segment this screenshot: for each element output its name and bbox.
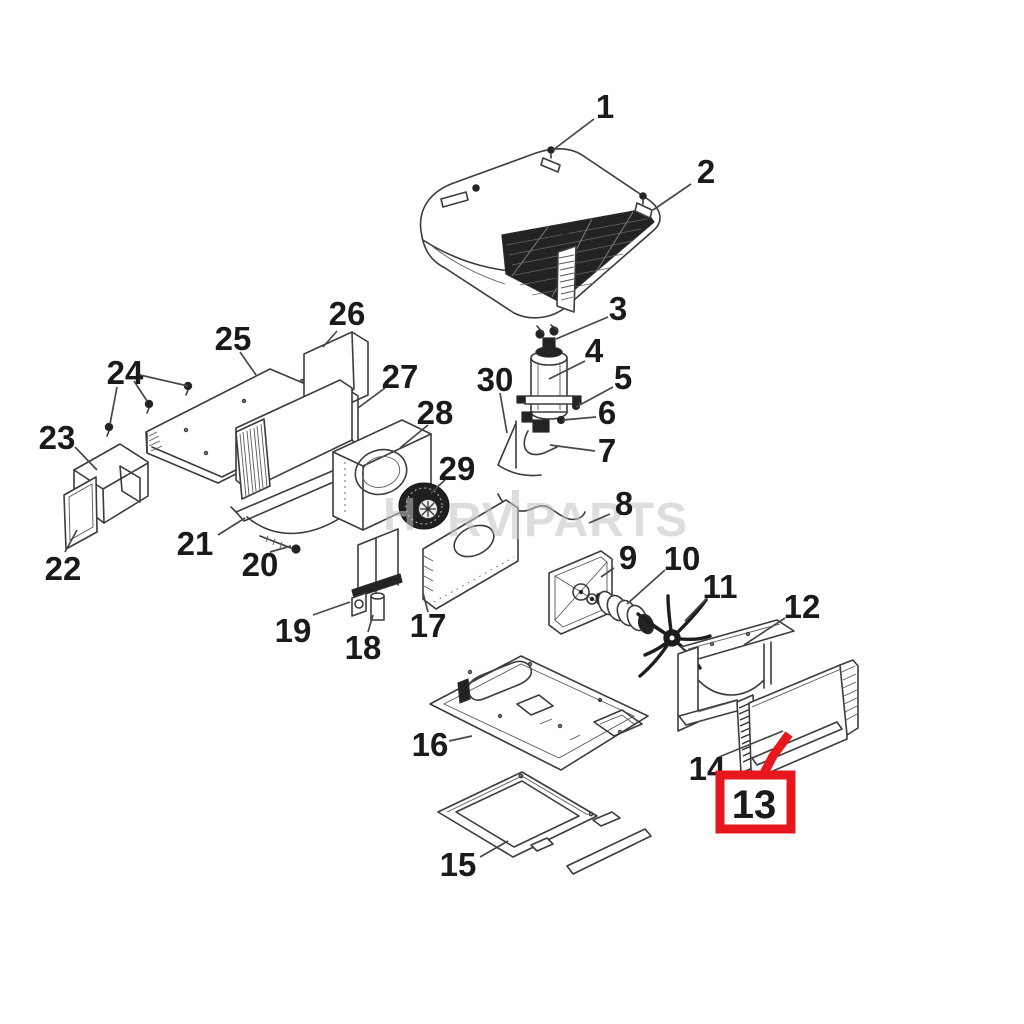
part-drawing-bracket-30 bbox=[497, 411, 542, 477]
part-number-28: 28 bbox=[417, 394, 454, 431]
leader-line-7 bbox=[549, 444, 596, 452]
part-drawing-blower-wheel-29 bbox=[398, 482, 450, 530]
leader-line-22 bbox=[64, 529, 78, 553]
part-drawing-panel-22 bbox=[63, 476, 98, 550]
leader-line-24 bbox=[139, 374, 189, 387]
leader-line-23 bbox=[74, 446, 98, 471]
part-drawing-tube-7 bbox=[523, 430, 558, 456]
part-number-21: 21 bbox=[177, 525, 214, 562]
part-number-26: 26 bbox=[329, 295, 366, 332]
leader-line-29 bbox=[430, 477, 448, 494]
watermark-left: RV bbox=[447, 494, 515, 547]
part-number-27: 27 bbox=[382, 358, 419, 395]
leader-line-2 bbox=[652, 183, 692, 211]
part-number-12: 12 bbox=[784, 588, 821, 625]
part-number-2: 2 bbox=[697, 153, 715, 190]
part-number-29: 29 bbox=[439, 450, 476, 487]
part-number-13-highlighted: 13 bbox=[732, 783, 777, 827]
leader-line-17 bbox=[422, 592, 429, 613]
leader-line-4 bbox=[548, 360, 586, 380]
leader-line-10 bbox=[626, 569, 666, 605]
watermark-right: PARTS bbox=[524, 494, 688, 547]
leader-line-8 bbox=[588, 513, 611, 524]
leader-line-19 bbox=[312, 601, 351, 616]
part-drawing-rod-20 bbox=[259, 535, 301, 554]
leader-line-16 bbox=[448, 735, 473, 742]
leader-line-24 bbox=[109, 386, 118, 425]
leader-line-20 bbox=[269, 545, 292, 553]
part-drawing-mount-bracket-18-19 bbox=[351, 528, 403, 621]
part-number-11: 11 bbox=[703, 568, 738, 605]
part-drawing-divider-panel-17 bbox=[422, 499, 519, 610]
leader-line-1 bbox=[552, 118, 595, 151]
leader-line-6 bbox=[562, 416, 597, 421]
part-number-19: 19 bbox=[275, 612, 312, 649]
part-number-7: 7 bbox=[598, 432, 616, 469]
part-number-10: 10 bbox=[664, 540, 701, 577]
watermark-prefix: H bbox=[383, 488, 417, 540]
leader-line-25 bbox=[239, 351, 257, 376]
part-number-8: 8 bbox=[615, 485, 633, 522]
part-drawing-seal-pads bbox=[530, 811, 652, 875]
watermark: H RV PARTS bbox=[383, 488, 688, 547]
leader-line-27 bbox=[357, 387, 386, 409]
leader-line-28 bbox=[399, 424, 429, 449]
part-number-25: 25 bbox=[215, 320, 252, 357]
highlight-part-13: 13 bbox=[715, 731, 796, 834]
leader-line-14 bbox=[718, 730, 784, 758]
watermark-divider bbox=[512, 490, 519, 539]
part-number-22: 22 bbox=[45, 550, 82, 587]
part-number-5: 5 bbox=[614, 359, 632, 396]
highlight-box bbox=[715, 770, 796, 834]
part-number-20: 20 bbox=[242, 546, 279, 583]
part-number-23: 23 bbox=[39, 419, 76, 456]
leader-line-5 bbox=[575, 386, 614, 408]
screw-2 bbox=[639, 192, 647, 205]
part-number-9: 9 bbox=[619, 539, 637, 576]
part-drawing-gasket-15 bbox=[437, 771, 598, 858]
leader-line-18 bbox=[367, 614, 374, 633]
leader-lines bbox=[64, 118, 786, 858]
part-number-3: 3 bbox=[609, 290, 627, 327]
highlight-arrow bbox=[758, 731, 793, 780]
leader-line-15 bbox=[479, 840, 509, 858]
diagram-artwork bbox=[63, 146, 859, 875]
part-drawing-fan-motor-10 bbox=[595, 590, 655, 635]
leader-line-30 bbox=[499, 392, 508, 434]
part-number-6: 6 bbox=[598, 394, 616, 431]
part-number-16: 16 bbox=[412, 726, 449, 763]
part-drawing-compressor bbox=[516, 324, 582, 433]
part-drawing-fan-blade-11 bbox=[636, 594, 712, 678]
part-number-1: 1 bbox=[596, 88, 614, 125]
leader-line-26 bbox=[322, 330, 338, 348]
part-drawing-evaporator-coil-27 bbox=[235, 379, 359, 500]
leader-line-9 bbox=[600, 567, 615, 578]
part-number-24: 24 bbox=[107, 354, 144, 391]
part-number-17: 17 bbox=[410, 607, 447, 644]
part-drawing-shroud bbox=[419, 146, 661, 319]
part-number-30: 30 bbox=[477, 361, 514, 398]
part-drawing-base-pan-16 bbox=[429, 655, 649, 771]
leader-line-24 bbox=[133, 380, 148, 402]
part-number-15: 15 bbox=[440, 846, 477, 883]
leader-line-12 bbox=[743, 617, 786, 646]
part-number-4: 4 bbox=[585, 332, 604, 369]
leader-line-21 bbox=[217, 517, 246, 536]
leader-line-3 bbox=[555, 316, 609, 340]
part-number-18: 18 bbox=[345, 629, 382, 666]
leader-line-11 bbox=[684, 595, 710, 622]
